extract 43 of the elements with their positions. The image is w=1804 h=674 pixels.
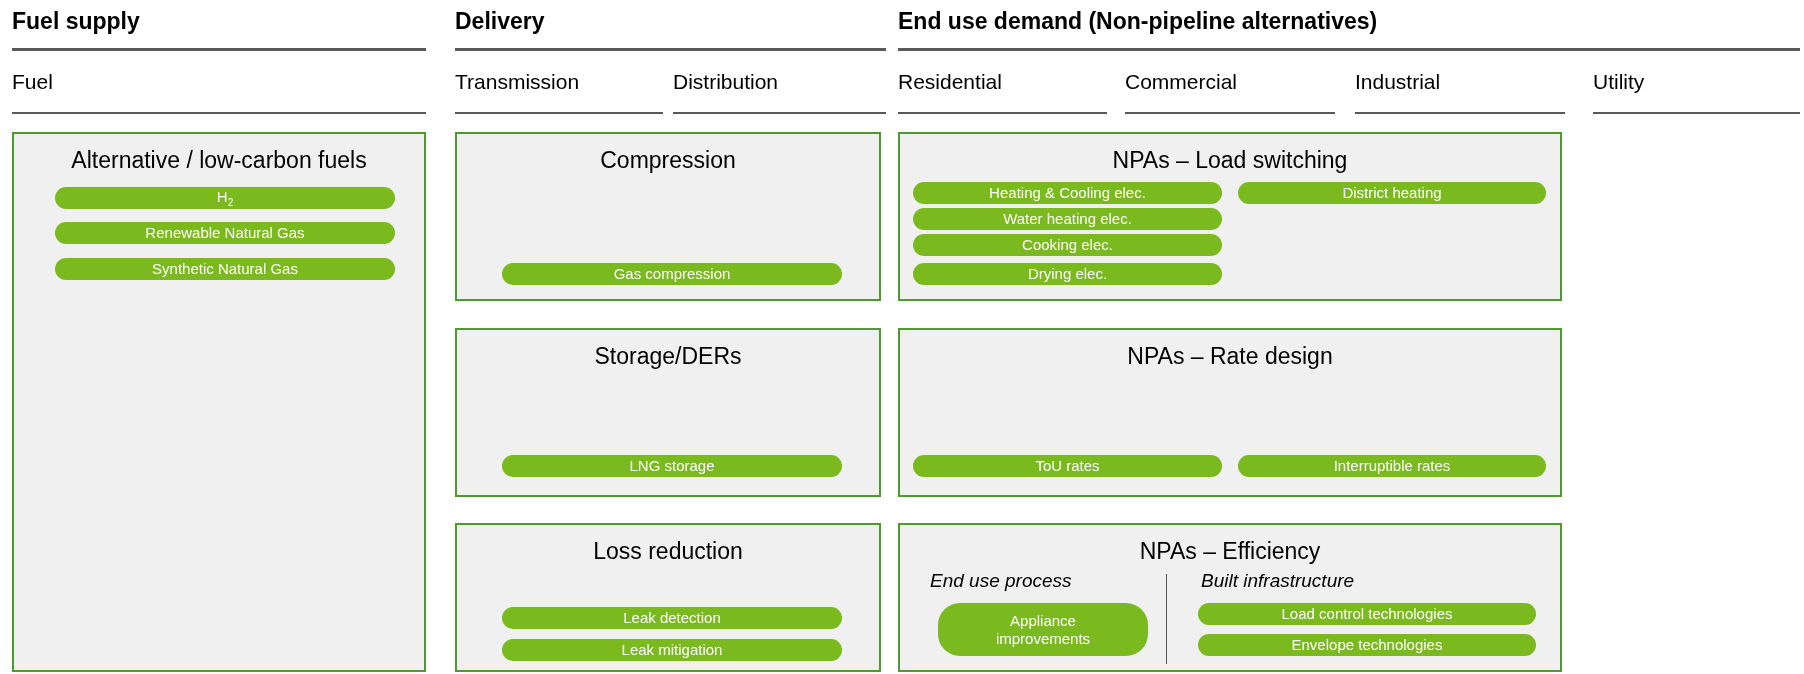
item-pill: Heating & Cooling elec. [913,182,1222,204]
column-heading: Fuel [12,70,53,95]
column-heading: Residential [898,70,1002,95]
column-heading: End use process [930,571,1072,592]
item-pill: Gas compression [502,263,842,285]
item-pill: ToU rates [913,455,1222,477]
category-panel [898,523,1562,672]
item-pill: LNG storage [502,455,842,477]
category-panel [455,132,881,301]
panel-title: Storage/DERs [593,344,743,370]
category-panel [12,132,426,672]
item-pill: Synthetic Natural Gas [55,258,395,280]
column-heading: Commercial [1125,70,1237,95]
item-pill: Drying elec. [913,263,1222,285]
section-heading: Delivery [455,8,545,35]
column-heading: Distribution [673,70,779,95]
item-pill: Envelope technologies [1198,634,1536,656]
panel-title: NPAs – Efficiency [1138,539,1322,565]
item-pill: District heating [1238,182,1546,204]
item-pill: Leak detection [502,607,842,629]
item-pill: Renewable Natural Gas [55,222,395,244]
section-heading: Fuel supply [12,8,140,35]
category-panel [898,132,1562,301]
panel-title: Loss reduction [592,539,744,565]
panel-title: Alternative / low-carbon fuels [70,148,368,174]
category-panel [455,523,881,672]
item-pill: Water heating elec. [913,208,1222,230]
column-heading: Industrial [1355,70,1441,95]
category-panel [455,328,881,497]
panel-title: NPAs – Rate design [1126,344,1334,370]
section-heading: End use demand (Non-pipeline alternatives) [898,8,1378,35]
item-pill: Appliance improvements [938,603,1148,656]
column-heading: Built infrastructure [1201,571,1355,592]
panel-title: Compression [599,148,737,174]
column-heading: Utility [1593,70,1645,95]
category-panel [898,328,1562,497]
item-pill: Load control technologies [1198,603,1536,625]
panel-title: NPAs – Load switching [1111,148,1349,174]
item-pill: H$_{2}$ [55,187,395,209]
item-pill: Leak mitigation [502,639,842,661]
column-heading: Transmission [455,70,580,95]
item-pill: Interruptible rates [1238,455,1546,477]
item-pill: Cooking elec. [913,234,1222,256]
